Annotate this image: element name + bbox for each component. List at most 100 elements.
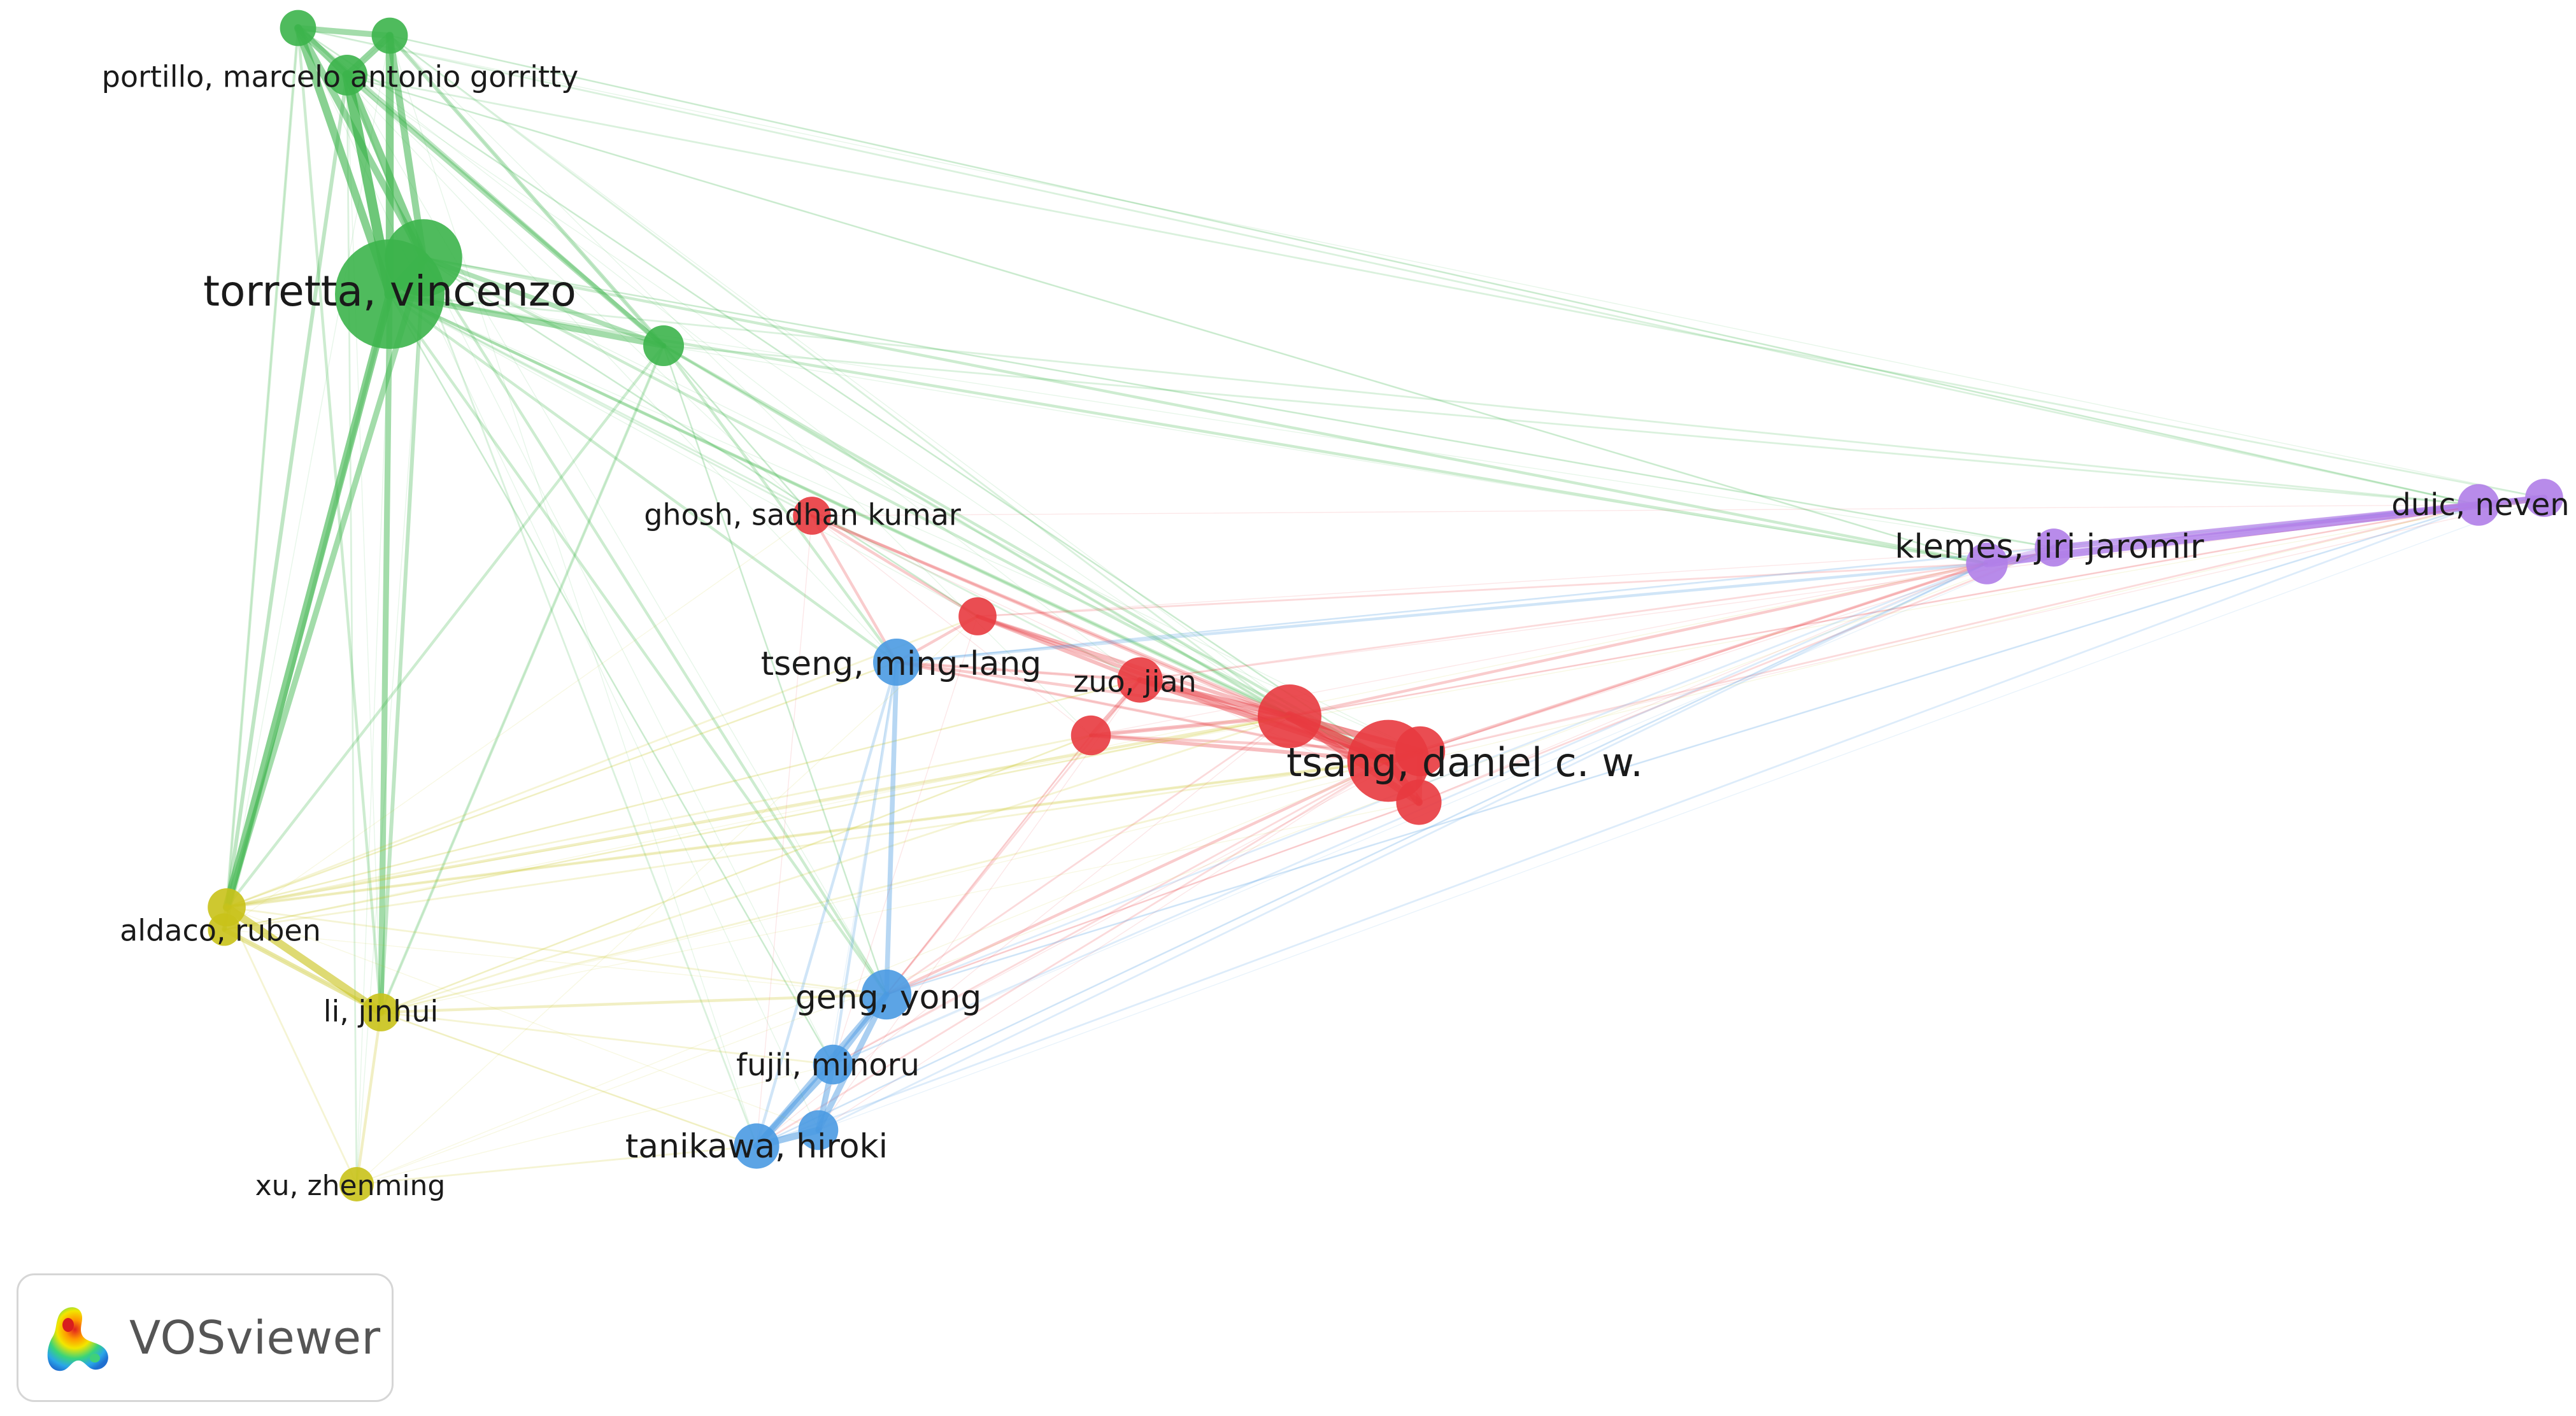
node-klemes[interactable] — [1966, 542, 2008, 584]
edge-g_big2-g_mid — [421, 255, 666, 348]
label-tsengml: tseng, ming-lang — [761, 645, 1042, 683]
edge-r_small-klemes — [976, 562, 1988, 618]
faint-edge-tsang-b_s1 — [818, 760, 1389, 1131]
faint-edge-g_big2-xuzhenming — [356, 257, 424, 1185]
edge-g_big2-aldaco — [224, 255, 427, 910]
edge-g_big2-g_top1 — [294, 24, 427, 262]
edge-g_top2-r_big — [388, 34, 1291, 718]
faint-edge-r_b1-p_k2 — [1420, 547, 2054, 752]
faint-edge-g_mid-klemes — [663, 345, 1988, 564]
faint-edge-r_s2-klemes — [1090, 563, 1988, 736]
label-fujii: fujii, minoru — [736, 1047, 920, 1083]
vosviewer-wordmark: VOSviewer — [129, 1311, 381, 1364]
faint-edge-portillo-ghosh — [346, 74, 813, 516]
faint-edge-portillo-r_big — [346, 74, 1290, 717]
node-p_k2[interactable] — [2035, 528, 2073, 567]
faint-edge-r_big-r_s2 — [1090, 716, 1290, 736]
faint-edge-g_top1-p_d2 — [297, 27, 2545, 499]
edge-g_mid-duic — [662, 344, 2480, 506]
edge-aldaco-r_s2 — [225, 734, 1092, 909]
edge-r_b2-gengyong — [885, 801, 1420, 996]
node-xuzhenming[interactable] — [339, 1167, 374, 1201]
node-b_s1[interactable] — [798, 1110, 839, 1150]
node-g_top2[interactable] — [371, 17, 408, 54]
edge-aldaco-gengyong — [225, 906, 888, 996]
edge-r_big-tsengml — [895, 660, 1292, 718]
faint-edge-r_b1-r_small — [977, 616, 1421, 752]
node-g_top1[interactable] — [280, 10, 317, 46]
faint-edge-g_big2-r_b1 — [423, 257, 1421, 752]
faint-edge-lijinhui-r_s2 — [380, 735, 1092, 1013]
node-aldaco[interactable] — [208, 888, 246, 926]
edge-torretta-tsengml — [388, 292, 899, 664]
label-xuzhenming: xu, zhenming — [255, 1170, 446, 1202]
faint-edge-g_big2-p_k2 — [423, 257, 2054, 548]
faint-edge-r_b2-klemes — [1418, 563, 1988, 803]
edge-lijinhui-r_big — [380, 715, 1291, 1014]
edge-lijinhui-xuzhenming — [355, 1010, 383, 1186]
faint-edge-ghosh-duic — [811, 504, 2479, 516]
faint-edge-b_s1-p_d2 — [818, 497, 2545, 1131]
node-g_mid[interactable] — [643, 325, 684, 366]
edge-g_top1-duic — [297, 27, 2480, 506]
faint-edge-g_top2-tanikawa — [389, 35, 757, 1147]
node-duic[interactable] — [2458, 484, 2500, 526]
edge-g_mid-lijinhui — [379, 344, 665, 1014]
edge-lijinhui-tsang — [380, 760, 1390, 1014]
edge-tsang-r_small — [976, 614, 1390, 763]
node-lijinhui[interactable] — [362, 993, 400, 1031]
label-torretta: torretta, vincenzo — [203, 267, 576, 316]
node-p_d2[interactable] — [2525, 479, 2563, 517]
edge-gengyong-klemes — [885, 562, 1988, 996]
label-aldaco: aldaco, ruben — [120, 914, 321, 948]
edge-g_top1-aldaco — [225, 26, 300, 909]
node-zuojian[interactable] — [1117, 657, 1163, 703]
node-r_small[interactable] — [958, 597, 997, 635]
faint-edge-r_small-fujii — [832, 616, 978, 1065]
edge-p_k2-duic — [2051, 502, 2482, 551]
node-r_s2[interactable] — [1071, 715, 1111, 756]
edge-tsang-r_s2 — [1089, 733, 1390, 763]
edge-r_big-gengyong — [885, 715, 1291, 996]
edge-lijinhui-gengyong — [379, 993, 888, 1014]
node-tsengml[interactable] — [872, 638, 921, 686]
edge-gengyong-duic — [885, 504, 2480, 996]
node-torretta[interactable] — [335, 239, 445, 349]
faint-edge-torretta-xuzhenming — [356, 294, 390, 1185]
label-klemes: klemes, jiri jaromir — [1895, 528, 2204, 566]
edge-tanikawa-duic — [755, 504, 2480, 1147]
edge-aldaco-tsang — [225, 759, 1390, 909]
edge-b_s1-klemes — [817, 562, 1988, 1131]
node-r_big[interactable] — [1258, 684, 1321, 748]
edge-zuojian-tsengml — [895, 660, 1142, 682]
node-tsang[interactable] — [1347, 719, 1430, 802]
edge-torretta-r_big — [388, 292, 1292, 718]
node-fujii[interactable] — [813, 1044, 853, 1085]
faint-edge-r_b1-fujii — [832, 751, 1421, 1065]
faint-edge-aldaco-b_s1 — [226, 907, 819, 1131]
edge-tsang-klemes — [1386, 562, 1989, 763]
node-ghosh[interactable] — [793, 497, 831, 535]
faint-edge-g_top2-duic — [389, 35, 2479, 506]
edge-aldaco-r_big — [225, 714, 1292, 909]
faint-edge-g_top2-g_mid — [389, 35, 664, 346]
vosviewer-badge: VOSviewer — [17, 1273, 394, 1402]
vosviewer-logo-icon — [47, 1307, 108, 1371]
edge-tsengml-fujii — [831, 660, 899, 1066]
node-portillo[interactable] — [327, 55, 367, 96]
faint-edge-g_mid-lijinhui — [380, 345, 664, 1013]
node-gengyong[interactable] — [861, 969, 912, 1020]
faint-edge-r_b2-gengyong — [886, 802, 1420, 995]
faint-edge-portillo-lijinhui — [346, 74, 381, 1013]
faint-edge-y_small-gengyong — [224, 929, 887, 995]
edge-r_big-klemes — [1288, 562, 1989, 718]
edge-aldaco-r_small — [225, 615, 979, 909]
edge-r_big-r_s2 — [1089, 714, 1292, 737]
edge-g_top1-tsang — [297, 27, 1390, 762]
edge-tsang-tsengml — [895, 660, 1390, 763]
faint-edge-g_mid-ghosh — [663, 345, 813, 516]
edge-g_big2-gengyong — [422, 256, 888, 996]
node-tanikawa[interactable] — [734, 1123, 779, 1169]
faint-edge-aldaco-p_d2 — [226, 497, 2545, 908]
